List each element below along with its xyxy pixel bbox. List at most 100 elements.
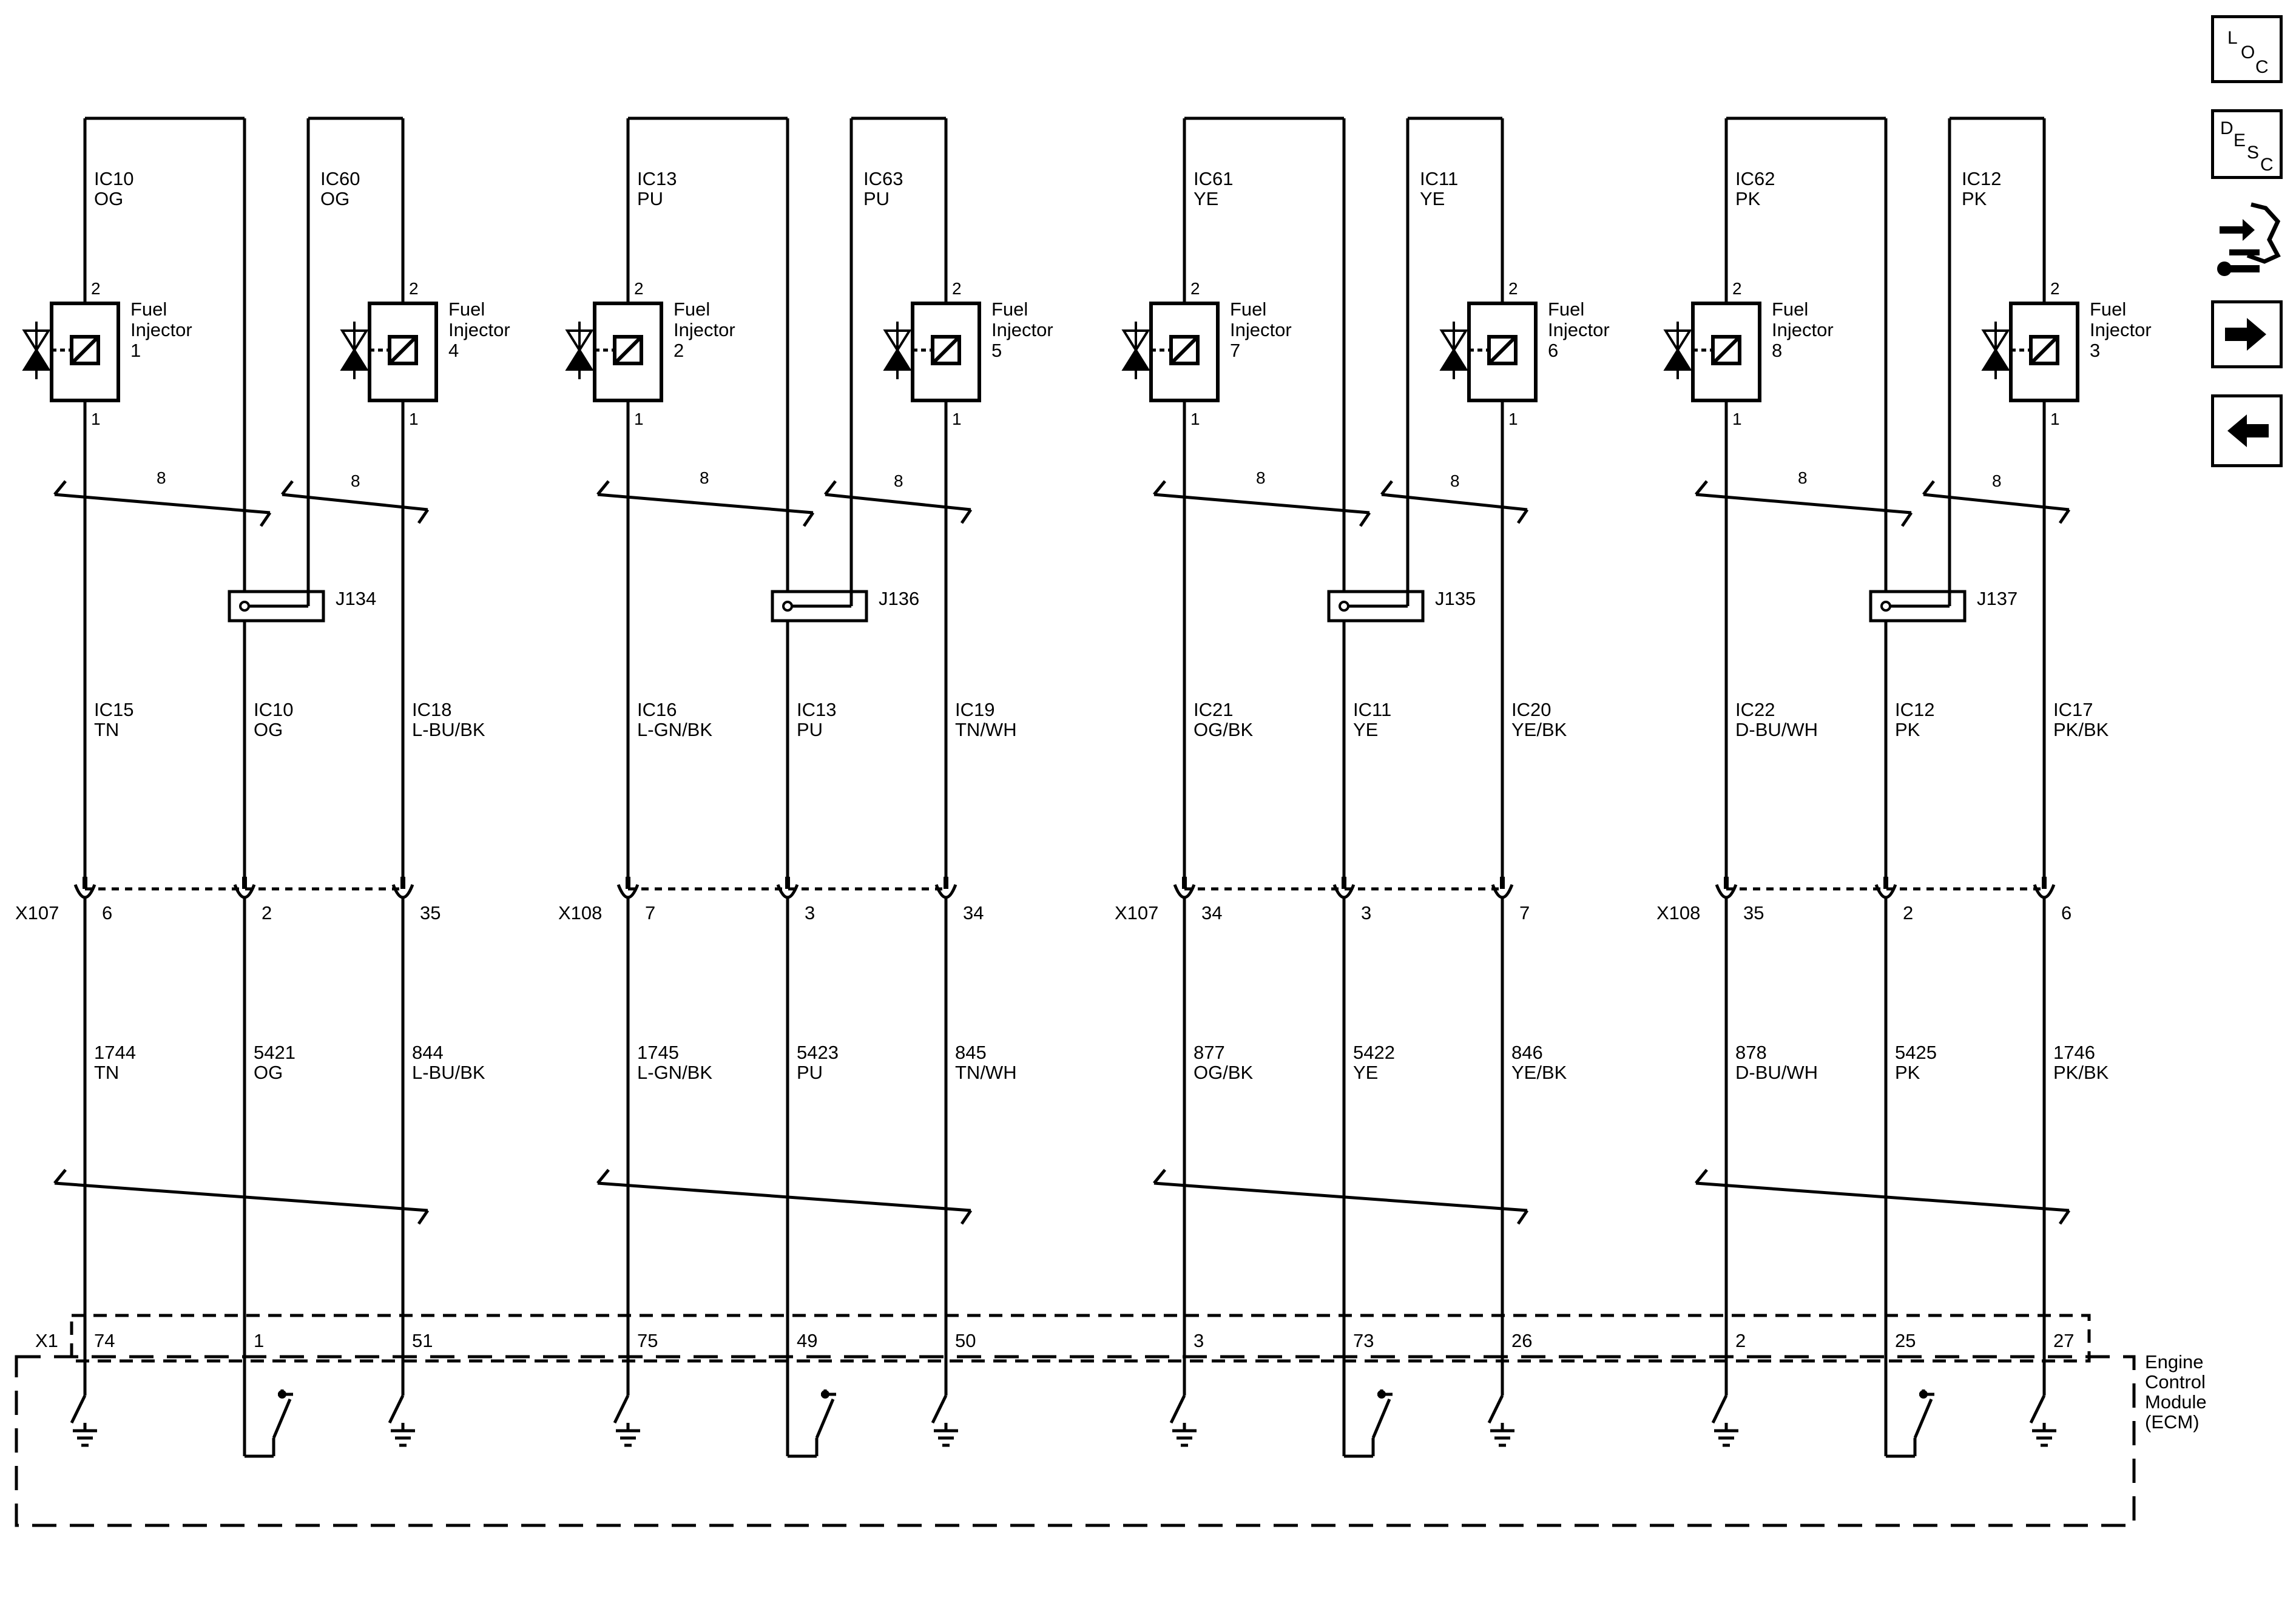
ecm-pin-number: 49 <box>797 1330 817 1351</box>
wire-circuit-label: IC22 <box>1735 699 1775 720</box>
wire-circuit-label: 1746 <box>2053 1042 2095 1063</box>
high-side-switch <box>1371 1399 1391 1439</box>
connector-pin-terminal <box>73 884 96 899</box>
injector-bank: IC13PUIC63PU21FuelInjector221FuelInjecto… <box>558 116 1053 1458</box>
injector-name-line: 8 <box>1772 340 1782 361</box>
wire-circuit-label: IC21 <box>1194 699 1233 720</box>
inline-pin-number: 34 <box>1201 902 1222 923</box>
ecm-pin-number: 73 <box>1353 1330 1374 1351</box>
injector-pin-1: 1 <box>1508 410 1518 428</box>
injector-name-line: Fuel <box>2090 299 2126 320</box>
solenoid-slash <box>1487 335 1518 365</box>
injector-name-line: Fuel <box>1548 299 1584 320</box>
wire-circuit-label: IC60 <box>320 168 360 189</box>
injector-name-line: Injector <box>674 319 735 340</box>
connector-views-button[interactable] <box>2211 197 2283 285</box>
twist-marker-tick <box>1380 480 1393 496</box>
twist-count-label: 8 <box>157 468 166 487</box>
wire-circuit-label: 5423 <box>797 1042 839 1063</box>
previous-page-arrow-icon <box>2227 414 2269 447</box>
inline-connector-label: X107 <box>15 902 59 923</box>
injector-name-line: Fuel <box>130 299 167 320</box>
low-side-switch <box>1169 1394 1186 1424</box>
injector-name-line: 4 <box>448 340 459 361</box>
twist-marker-tick <box>53 1169 67 1184</box>
wire-color-label: OG <box>94 188 123 209</box>
injector-pin-1: 1 <box>91 410 101 428</box>
twist-marker-tick <box>960 1209 973 1225</box>
low-side-switch <box>1487 1394 1504 1424</box>
wire-circuit-label: IC13 <box>637 168 677 189</box>
connector-pin-terminal <box>2033 884 2056 899</box>
ecm-pin-number: 1 <box>254 1330 264 1351</box>
wire-circuit-label: IC19 <box>955 699 994 720</box>
ecm-pin-number: 50 <box>955 1330 976 1351</box>
ecm-connector-outline <box>70 1314 2091 1363</box>
inline-pin-number: 3 <box>805 902 815 923</box>
twist-marker <box>1695 1181 2070 1212</box>
wire-color-label: PU <box>863 188 890 209</box>
ecm-pin-number: 74 <box>94 1330 115 1351</box>
injector-name-line: Fuel <box>674 299 710 320</box>
wire-circuit-label: IC63 <box>863 168 903 189</box>
ecm-pin-number: 3 <box>1194 1330 1204 1351</box>
wire-circuit-label: IC17 <box>2053 699 2093 720</box>
twist-marker-tick <box>53 480 67 496</box>
twist-count-label: 8 <box>1450 471 1460 490</box>
wire-color-label: YE <box>1420 188 1445 209</box>
inline-pin-number: 34 <box>963 902 984 923</box>
twist-marker-tick <box>417 508 430 524</box>
ecm-name-line: (ECM) <box>2145 1411 2200 1433</box>
wire-color-label: YE <box>1353 1062 1378 1083</box>
injector-name-line: Injector <box>1230 319 1292 340</box>
wire-circuit-label: 5425 <box>1895 1042 1937 1063</box>
twist-marker-tick <box>824 480 837 496</box>
injector-bank: IC10OGIC60OG21FuelInjector121FuelInjecto… <box>15 116 510 1458</box>
wire-circuit-label: 878 <box>1735 1042 1767 1063</box>
connector-pin-terminal <box>776 884 799 899</box>
solenoid-slash <box>613 335 643 365</box>
desc-letter-c: C <box>2260 155 2274 175</box>
injector-pin-1: 1 <box>409 410 419 428</box>
wire-circuit-label: IC11 <box>1420 168 1458 189</box>
inline-pin-number: 2 <box>262 902 272 923</box>
injector-name-line: 5 <box>991 340 1002 361</box>
injector-box <box>1149 302 1220 402</box>
wire-color-label: OG/BK <box>1194 719 1254 740</box>
connector-pin-terminal <box>233 884 256 899</box>
low-side-switch <box>613 1394 630 1424</box>
twist-marker-tick <box>2058 1209 2071 1225</box>
next-page-button[interactable] <box>2211 300 2283 368</box>
injector-name-line: Fuel <box>1772 299 1808 320</box>
solenoid-slash <box>1711 335 1741 365</box>
twist-marker <box>1923 493 2070 511</box>
inline-pin-number: 35 <box>420 902 441 923</box>
wire-circuit-label: IC20 <box>1511 699 1551 720</box>
wire-color-label: PK/BK <box>2053 1062 2109 1083</box>
inline-pin-number: 2 <box>1903 902 1913 923</box>
twist-marker-tick <box>1695 480 1708 496</box>
previous-page-button[interactable] <box>2211 394 2283 467</box>
injector-bank: IC61YEIC11YE21FuelInjector721FuelInjecto… <box>1115 116 1610 1458</box>
high-side-switch <box>1913 1399 1933 1439</box>
wire-circuit-label: 844 <box>412 1042 444 1063</box>
connector-views-icon <box>2217 202 2281 276</box>
low-side-switch <box>931 1394 948 1424</box>
wire-circuit-label: IC18 <box>412 699 451 720</box>
connector-pin-male <box>1883 877 1888 889</box>
wire-color-label: OG <box>320 188 349 209</box>
low-side-switch <box>70 1394 87 1424</box>
twist-marker-tick <box>259 511 272 527</box>
injector-name-line: Fuel <box>1230 299 1266 320</box>
low-side-switch <box>2029 1394 2046 1424</box>
injector-pin-1: 1 <box>634 410 644 428</box>
injector-name-line: 2 <box>674 340 684 361</box>
description-button[interactable]: D E S C <box>2211 109 2283 179</box>
wire-color-label: PK/BK <box>2053 719 2109 740</box>
location-view-button[interactable]: L O C <box>2211 15 2283 83</box>
twist-marker-tick <box>1516 1209 1529 1225</box>
splice-label: J137 <box>1977 588 2017 609</box>
inline-pin-number: 7 <box>645 902 655 923</box>
